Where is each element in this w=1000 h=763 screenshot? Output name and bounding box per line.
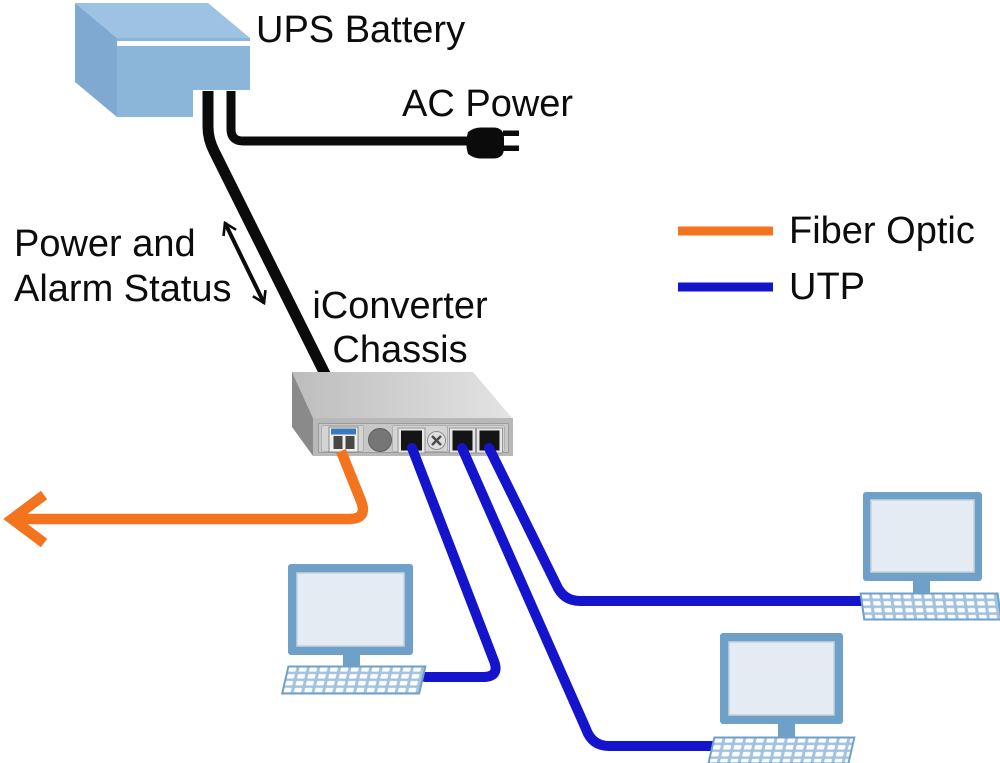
keyboard xyxy=(859,592,1000,621)
keyboard xyxy=(280,665,427,695)
ups-battery-label: UPS Battery xyxy=(256,9,466,51)
battery-side-face xyxy=(75,3,117,117)
fiber-arrowhead-icon xyxy=(3,490,48,548)
utp-cable-1 xyxy=(407,443,501,682)
fiber-optic-cable xyxy=(18,449,369,525)
utp-cable-3 xyxy=(484,443,866,606)
utp-cable-2 xyxy=(457,443,722,751)
fiber-port-band xyxy=(331,428,356,435)
plug-prong xyxy=(503,145,519,151)
monitor-stand xyxy=(913,581,930,593)
monitor-stand xyxy=(343,655,360,667)
battery-top-face xyxy=(75,3,250,38)
legend-fiber-label: Fiber Optic xyxy=(789,210,975,252)
battery-stripe xyxy=(117,41,250,46)
screw-icon xyxy=(427,431,446,450)
ups-battery xyxy=(75,3,250,117)
power-alarm-status-arrow-icon xyxy=(222,220,267,306)
plug-prong xyxy=(503,130,519,136)
fiber-port-hole xyxy=(333,436,343,449)
power-alarm-status-label: Power and Alarm Status xyxy=(14,222,232,312)
ac-power-cable xyxy=(226,91,470,146)
plug-body xyxy=(466,127,504,159)
keyboard xyxy=(707,736,856,763)
ac-power-label: AC Power xyxy=(402,83,574,125)
chassis-label-line2: Chassis xyxy=(332,329,468,371)
ac-plug-icon xyxy=(466,127,519,159)
chassis-side-face xyxy=(292,372,313,456)
chassis-top-face xyxy=(292,372,512,418)
power-connector xyxy=(368,428,392,452)
monitor-screen xyxy=(296,572,405,647)
iconverter-chassis xyxy=(292,372,513,456)
power-alarm-status-line1: Power and xyxy=(14,223,196,265)
monitor-screen xyxy=(728,641,835,716)
fiber-port-hole xyxy=(345,436,355,449)
power-alarm-cable xyxy=(202,91,335,387)
iconverter-chassis-label: iConverter Chassis xyxy=(300,284,500,372)
workstation-2 xyxy=(859,492,1000,621)
fiber-port xyxy=(328,426,359,453)
workstation-1 xyxy=(280,564,427,695)
monitor-stand xyxy=(778,724,795,737)
power-alarm-status-line2: Alarm Status xyxy=(14,268,232,310)
workstation-3 xyxy=(707,633,856,763)
battery-front-face xyxy=(117,38,250,117)
monitor-screen xyxy=(870,499,975,573)
legend-utp-label: UTP xyxy=(789,266,865,308)
chassis-label-line1: iConverter xyxy=(312,285,488,327)
